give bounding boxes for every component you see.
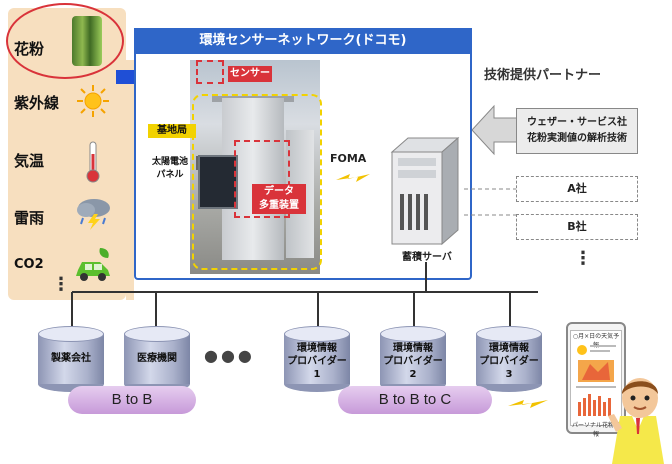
phone-forecast-graphic (576, 345, 616, 416)
partner-weather-service: ウェザー・サービス社 花粉実測値の解析技術 (516, 108, 638, 154)
multiplexer-tag: データ 多重装置 (252, 184, 306, 214)
provider-3-line2: プロバイダー (479, 356, 539, 367)
provider-3-line1: 環境情報 (489, 343, 529, 354)
provider-1-line2: プロバイダー (287, 356, 347, 367)
thermometer-icon (86, 141, 100, 183)
sensor-tag: センサー (228, 66, 272, 82)
base-station-highlight-box (192, 94, 322, 270)
sensor-more-ellipsis: ⋮ (52, 274, 70, 295)
panel-title: 環境センサーネットワーク(ドコモ) (134, 28, 472, 54)
provider-2-line3: 2 (409, 369, 417, 380)
delivery-signal-icon (508, 400, 548, 408)
provider-2-line1: 環境情報 (393, 343, 433, 354)
multiplexer-tag-line2: 多重装置 (259, 200, 299, 211)
sensor-label-temperature: 気温 (14, 152, 45, 170)
multiplexer-tag-line1: データ (264, 186, 294, 197)
solar-panel-pointer (196, 156, 198, 170)
consumer-ellipsis: ●●● (204, 346, 255, 365)
partner-a: A社 (516, 176, 638, 202)
partner-more-ellipsis: ⋮ (574, 248, 592, 269)
foma-label: FOMA (330, 152, 367, 165)
provider-2-line2: プロバイダー (383, 356, 443, 367)
sensor-label-thunderstorm: 雷雨 (14, 209, 45, 227)
consumer-pharma-label: 製薬会社 (51, 353, 91, 364)
sensor-column-connector (126, 60, 134, 300)
consumer-pharma: 製薬会社 (38, 326, 104, 392)
multiplexer-highlight-box (234, 140, 290, 218)
provider-1-line1: 環境情報 (297, 343, 337, 354)
consumer-provider-1: 環境情報 プロバイダー 1 (284, 326, 350, 392)
user-character-icon (608, 378, 664, 464)
b2b2c-pill: B to B to C (338, 386, 492, 414)
partner-connectors (464, 188, 516, 216)
consumer-medical: 医療機関 (124, 326, 190, 392)
sensor-label-uv: 紫外線 (14, 94, 60, 112)
server-label: 蓄積サーバ (402, 252, 452, 263)
wireless-signal-icon (336, 174, 370, 182)
tree-icon (72, 16, 102, 66)
solar-panel-label-line2: パネル (156, 170, 184, 180)
thunderstorm-icon (77, 199, 110, 230)
partner-title: 技術提供パートナー (484, 68, 602, 83)
consumer-medical-label: 医療機関 (137, 353, 177, 364)
consumer-provider-3: 環境情報 プロバイダー 3 (476, 326, 542, 392)
sensor-label-pollen: 花粉 (14, 40, 45, 58)
partner-arrow (472, 104, 520, 156)
pollen-highlight-ring (6, 3, 124, 79)
solar-panel-image (198, 155, 238, 209)
solar-panel-label-line1: 太陽電池 (151, 157, 188, 167)
partner-weather-service-desc: 花粉実測値の解析技術 (527, 133, 627, 144)
b2b-pill: B to B (68, 386, 196, 414)
consumer-provider-2: 環境情報 プロバイダー 2 (380, 326, 446, 392)
partner-weather-service-name: ウェザー・サービス社 (527, 117, 627, 128)
sun-icon (77, 85, 109, 117)
phone-forecast-footer: パーソナル花粉予報 (571, 422, 620, 438)
sensor-label-co2: CO2 (14, 257, 44, 272)
provider-3-line3: 3 (505, 369, 513, 380)
solar-panel-label: 太陽電池 パネル (142, 156, 198, 182)
provider-1-line3: 1 (313, 369, 321, 380)
base-station-tag: 基地局 (148, 124, 196, 138)
eco-car-icon (76, 248, 110, 281)
partner-b: B社 (516, 214, 638, 240)
sensor-highlight-box (196, 60, 224, 84)
server-icon (390, 136, 460, 246)
